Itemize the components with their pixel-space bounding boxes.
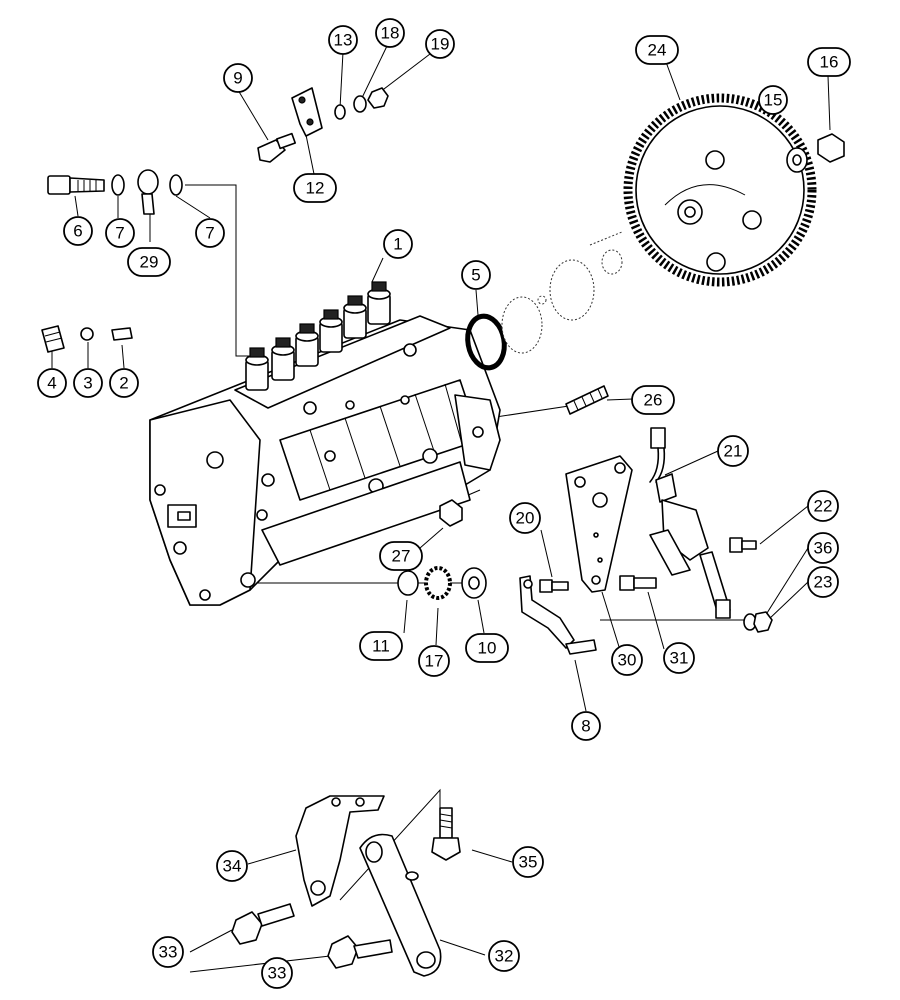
callout-19: 19	[425, 29, 455, 59]
callout-26: 26	[631, 385, 675, 415]
delivery-valve-parts	[41, 325, 133, 353]
callout-10: 10	[465, 633, 509, 663]
callout-5-text: 5	[471, 266, 480, 285]
callout-4: 4	[37, 368, 67, 398]
bracket-bolts	[539, 575, 657, 593]
callout-9: 9	[223, 63, 253, 93]
callout-16: 16	[807, 47, 851, 77]
callout-20: 20	[509, 502, 541, 534]
callout-3: 3	[73, 368, 103, 398]
o-ring	[465, 313, 507, 371]
callout-13-text: 13	[334, 31, 353, 50]
delivery-valve-holders	[245, 281, 391, 391]
callout-34-text: 34	[223, 857, 242, 876]
mounting-bracket-34	[295, 795, 385, 907]
callout-3-text: 3	[83, 374, 92, 393]
callout-7b: 7	[195, 218, 225, 248]
callout-16-text: 16	[820, 53, 839, 72]
callout-23: 23	[807, 566, 839, 598]
drive-gear	[623, 93, 817, 287]
callout-7b-text: 7	[205, 224, 214, 243]
callout-2: 2	[109, 368, 139, 398]
callout-1-text: 1	[393, 235, 402, 254]
injection-pump-body	[149, 315, 501, 606]
callout-29: 29	[127, 247, 171, 277]
callout-30-text: 30	[618, 651, 637, 670]
callout-12-text: 12	[306, 179, 325, 198]
callout-32-text: 32	[495, 947, 514, 966]
callout-18: 18	[375, 18, 405, 48]
mounting-bolts	[231, 807, 461, 969]
callout-7a-text: 7	[115, 224, 124, 243]
callout-22-text: 22	[814, 497, 833, 516]
callout-13: 13	[328, 25, 358, 55]
callout-15-text: 15	[764, 91, 783, 110]
callout-24-text: 24	[648, 41, 667, 60]
callout-33a-text: 33	[159, 943, 178, 962]
callout-31-text: 31	[670, 649, 689, 668]
callout-22: 22	[807, 490, 839, 522]
shutoff-solenoid	[649, 427, 731, 619]
stop-lever	[519, 575, 597, 655]
callout-6: 6	[63, 216, 93, 246]
callout-9-text: 9	[233, 69, 242, 88]
callout-29-text: 29	[140, 253, 159, 272]
callout-17-text: 17	[425, 652, 444, 671]
callout-18-text: 18	[381, 24, 400, 43]
callout-15: 15	[758, 85, 788, 115]
callout-5: 5	[461, 260, 491, 290]
callout-1: 1	[383, 229, 413, 259]
banjo-fitting-parts	[47, 169, 183, 215]
callout-33b: 33	[261, 957, 293, 989]
callout-7a: 7	[105, 218, 135, 248]
callout-11-text: 11	[372, 637, 390, 656]
callout-31: 31	[663, 642, 695, 674]
governor-bracket-parts	[257, 87, 389, 163]
callout-33b-text: 33	[268, 964, 287, 983]
callout-19-text: 19	[431, 35, 450, 54]
callout-33a: 33	[152, 936, 184, 968]
coupling-ghost-parts	[501, 231, 623, 354]
callout-36-text: 36	[814, 539, 833, 558]
callout-36: 36	[807, 532, 839, 564]
callout-11: 11	[359, 631, 403, 661]
callout-20-text: 20	[516, 509, 535, 528]
mounting-arm-32	[359, 833, 442, 977]
callout-23-text: 23	[814, 573, 833, 592]
callout-34: 34	[216, 850, 248, 882]
callout-21-text: 21	[724, 442, 743, 461]
callout-26-text: 26	[644, 391, 663, 410]
callout-labels: 1 2 3 4 5 6 7 7 8 9 10 11 12 13 15 16 17…	[37, 18, 851, 989]
solenoid-hardware	[729, 537, 773, 633]
callout-4-text: 4	[47, 374, 56, 393]
callout-30: 30	[611, 644, 643, 676]
callout-24: 24	[635, 35, 679, 65]
spring-assembly	[397, 566, 487, 600]
callout-2-text: 2	[119, 374, 128, 393]
callout-8-text: 8	[581, 717, 590, 736]
callout-8: 8	[571, 711, 601, 741]
solenoid-bracket-plate	[565, 455, 633, 593]
callout-21: 21	[717, 435, 749, 467]
callout-6-text: 6	[73, 222, 82, 241]
callout-12: 12	[293, 173, 337, 203]
callout-32: 32	[488, 940, 520, 972]
gear-washer-nut	[786, 133, 845, 173]
callout-35-text: 35	[519, 853, 538, 872]
callout-35: 35	[512, 846, 544, 878]
stud-and-nut	[439, 385, 609, 527]
callout-10-text: 10	[478, 639, 497, 658]
callout-27-text: 27	[392, 547, 411, 566]
callout-17: 17	[418, 645, 450, 677]
callout-27: 27	[379, 541, 423, 571]
